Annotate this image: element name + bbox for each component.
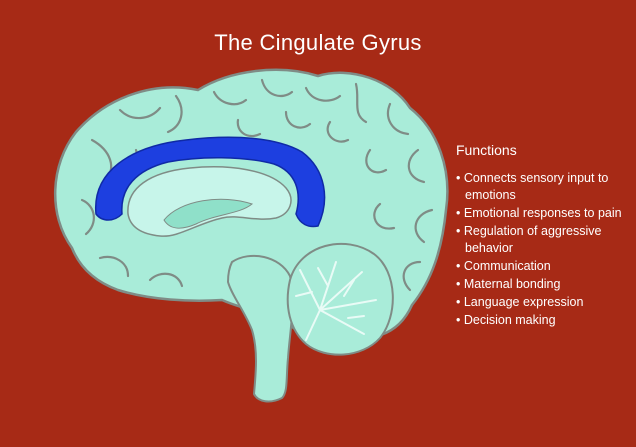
cerebellum xyxy=(286,242,394,356)
function-item: Language expression xyxy=(456,294,634,311)
brain-folds xyxy=(80,78,434,292)
thalamus xyxy=(163,198,254,229)
diagram-title: The Cingulate Gyrus xyxy=(214,30,422,55)
cerebellum-branches xyxy=(295,261,377,341)
function-item: Regulation of aggressive behavior xyxy=(456,223,634,257)
function-item: Decision making xyxy=(456,312,634,329)
function-item: Connects sensory input to emotions xyxy=(456,170,634,204)
function-item: Maternal bonding xyxy=(456,276,634,293)
brainstem xyxy=(226,254,294,403)
cingulate-gyrus xyxy=(95,136,326,228)
functions-list: Connects sensory input to emotions Emoti… xyxy=(456,170,634,329)
function-item: Emotional responses to pain xyxy=(456,205,634,222)
functions-panel: Functions Connects sensory input to emot… xyxy=(456,142,634,330)
function-item: Communication xyxy=(456,258,634,275)
functions-heading: Functions xyxy=(456,142,517,158)
